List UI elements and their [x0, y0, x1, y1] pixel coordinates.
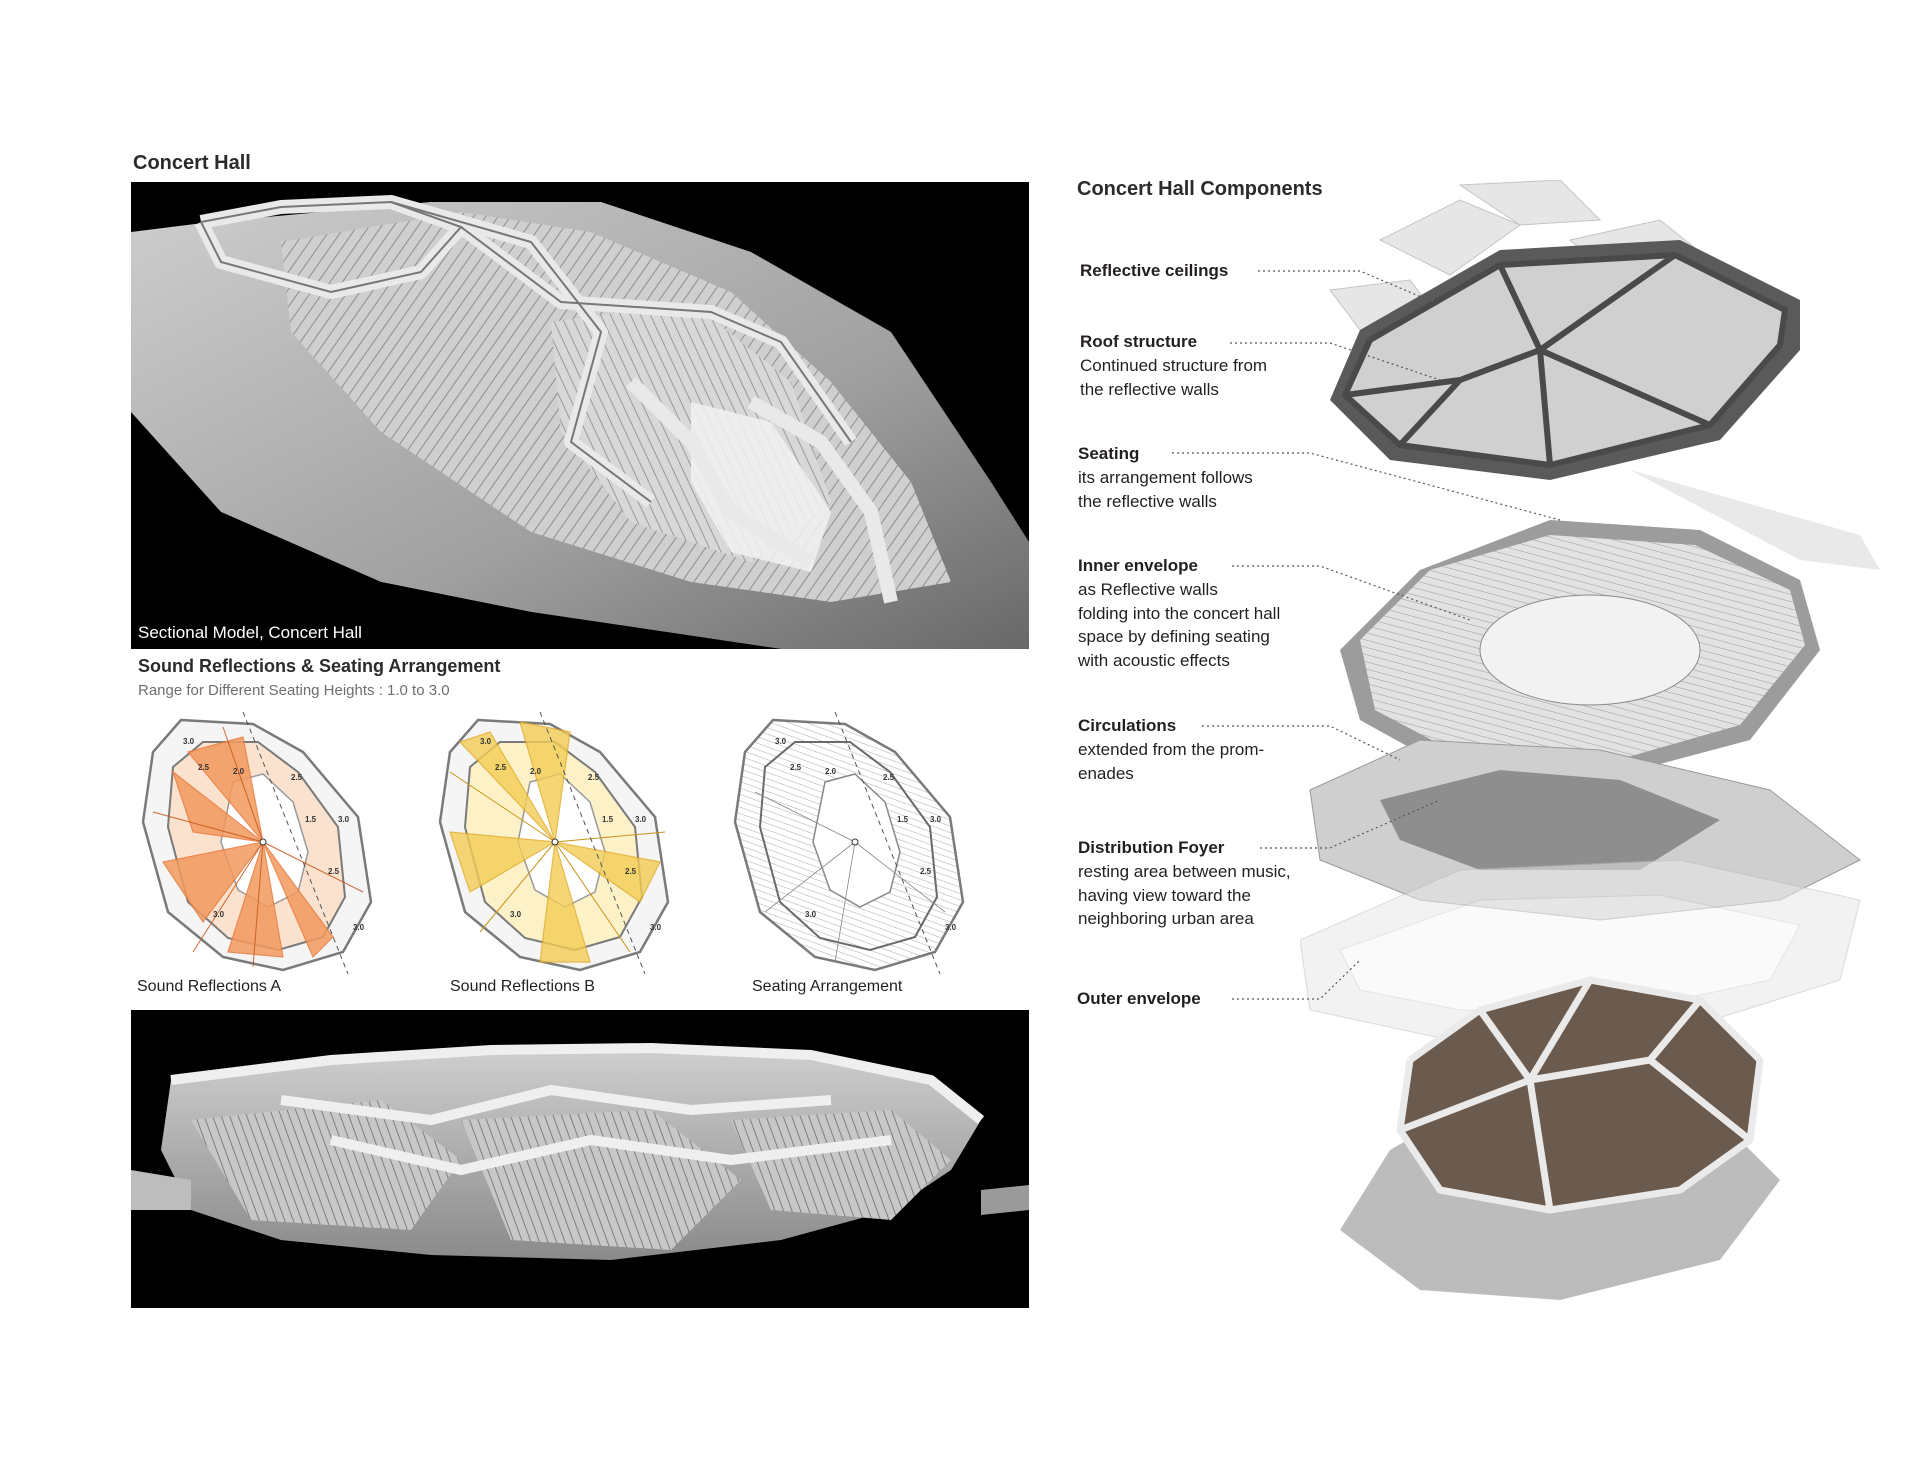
height-label: 3.0 [510, 910, 522, 919]
component-description-line: space by defining seating [1078, 627, 1270, 646]
inner-envelope-layer [1340, 470, 1880, 780]
height-label: 1.5 [602, 815, 614, 824]
seating-arrangement-label: Seating Arrangement [752, 978, 903, 995]
component-name: Circulations [1078, 716, 1177, 735]
component-description-line: neighboring urban area [1078, 909, 1254, 928]
component-description-line: the reflective walls [1080, 379, 1219, 399]
height-label: 2.5 [920, 867, 932, 876]
height-label: 3.0 [183, 737, 195, 746]
diagrams-title: Sound Reflections & Seating Arrangement [138, 656, 501, 676]
component-circulations: Circulations extended from the prom- ena… [1078, 714, 1264, 785]
component-name: Roof structure [1080, 332, 1198, 351]
component-name: Inner envelope [1078, 556, 1198, 575]
component-description-line: having view toward the [1078, 885, 1251, 905]
exploded-axonometric [1300, 180, 1880, 1300]
height-label: 3.0 [775, 737, 787, 746]
component-name: Distribution Foyer [1078, 838, 1225, 857]
seating-arrangement-diagram: 3.0 2.5 2.0 2.5 1.5 3.0 2.5 3.0 3.0 [725, 711, 985, 975]
sound-reflections-b-diagram: 3.0 2.5 2.0 2.5 1.5 3.0 2.5 3.0 3.0 [430, 711, 690, 975]
height-label: 3.0 [945, 923, 957, 932]
outer-envelope-layer [1340, 976, 1780, 1300]
plan-a-svg: 3.0 2.5 2.0 2.5 1.5 3.0 2.5 3.0 3.0 [141, 711, 373, 975]
height-label: 2.5 [883, 773, 895, 782]
height-label: 2.5 [588, 773, 600, 782]
component-name: Seating [1078, 444, 1140, 463]
height-label: 1.5 [305, 815, 317, 824]
sound-reflections-b-label: Sound Reflections B [450, 978, 595, 995]
height-label: 2.5 [328, 867, 340, 876]
height-label: 3.0 [635, 815, 647, 824]
height-label: 3.0 [480, 737, 492, 746]
concert-hall-title: Concert Hall [133, 152, 251, 174]
plan-b-svg: 3.0 2.5 2.0 2.5 1.5 3.0 2.5 3.0 3.0 [438, 711, 670, 975]
component-description-line: with acoustic effects [1078, 650, 1230, 670]
components-title: Concert Hall Components [1077, 178, 1323, 200]
component-roof-structure: Roof structure Continued structure from … [1080, 330, 1267, 401]
component-description-line: folding into the concert hall [1078, 603, 1281, 623]
height-label: 2.5 [198, 763, 210, 772]
height-label: 2.0 [825, 767, 837, 776]
height-label: 3.0 [353, 923, 365, 932]
height-label: 3.0 [213, 910, 225, 919]
distribution-foyer-layer [1300, 859, 1861, 1041]
component-description-line: its arrangement follows [1078, 468, 1253, 487]
sectional-model-caption: Sectional Model, Concert Hall [138, 623, 362, 642]
height-label: 2.5 [291, 773, 303, 782]
height-label: 1.5 [897, 815, 909, 824]
sectional-model-render [131, 182, 1029, 649]
component-description-line: extended from the prom- [1078, 740, 1265, 759]
component-reflective-ceilings: Reflective ceilings [1080, 259, 1228, 283]
component-description-line: Continued structure from [1080, 356, 1268, 375]
height-label: 3.0 [650, 923, 662, 932]
component-name: Reflective ceilings [1080, 261, 1229, 280]
plan-c-svg: 3.0 2.5 2.0 2.5 1.5 3.0 2.5 3.0 3.0 [733, 711, 965, 975]
height-label: 2.5 [790, 763, 802, 772]
component-description-line: resting area between music, [1078, 862, 1291, 881]
height-label: 3.0 [805, 910, 817, 919]
height-label: 2.5 [495, 763, 507, 772]
component-description-line: the reflective walls [1078, 491, 1217, 511]
component-distribution-foyer: Distribution Foyer resting area between … [1078, 836, 1291, 931]
height-label: 2.0 [530, 767, 542, 776]
section-model-photo [131, 1010, 1029, 1308]
section-model-render [131, 1043, 1029, 1260]
roof-structure-layer [1330, 240, 1800, 480]
height-label: 3.0 [930, 815, 942, 824]
component-description-line: enades [1078, 763, 1134, 783]
height-label: 3.0 [338, 815, 350, 824]
component-description-line: as Reflective walls [1078, 580, 1218, 599]
component-outer-envelope: Outer envelope [1077, 987, 1201, 1011]
diagrams-subtitle: Range for Different Seating Heights : 1.… [138, 682, 450, 699]
height-label: 2.5 [625, 867, 637, 876]
sound-reflections-a-label: Sound Reflections A [137, 978, 282, 995]
component-seating: Seating its arrangement follows the refl… [1078, 442, 1253, 513]
sound-reflections-a-diagram: 3.0 2.5 2.0 2.5 1.5 3.0 2.5 3.0 3.0 [133, 711, 393, 975]
component-inner-envelope: Inner envelope as Reflective walls foldi… [1078, 554, 1280, 672]
height-label: 2.0 [233, 767, 245, 776]
sectional-model-photo: Sectional Model, Concert Hall [131, 182, 1029, 649]
component-name: Outer envelope [1077, 989, 1201, 1008]
